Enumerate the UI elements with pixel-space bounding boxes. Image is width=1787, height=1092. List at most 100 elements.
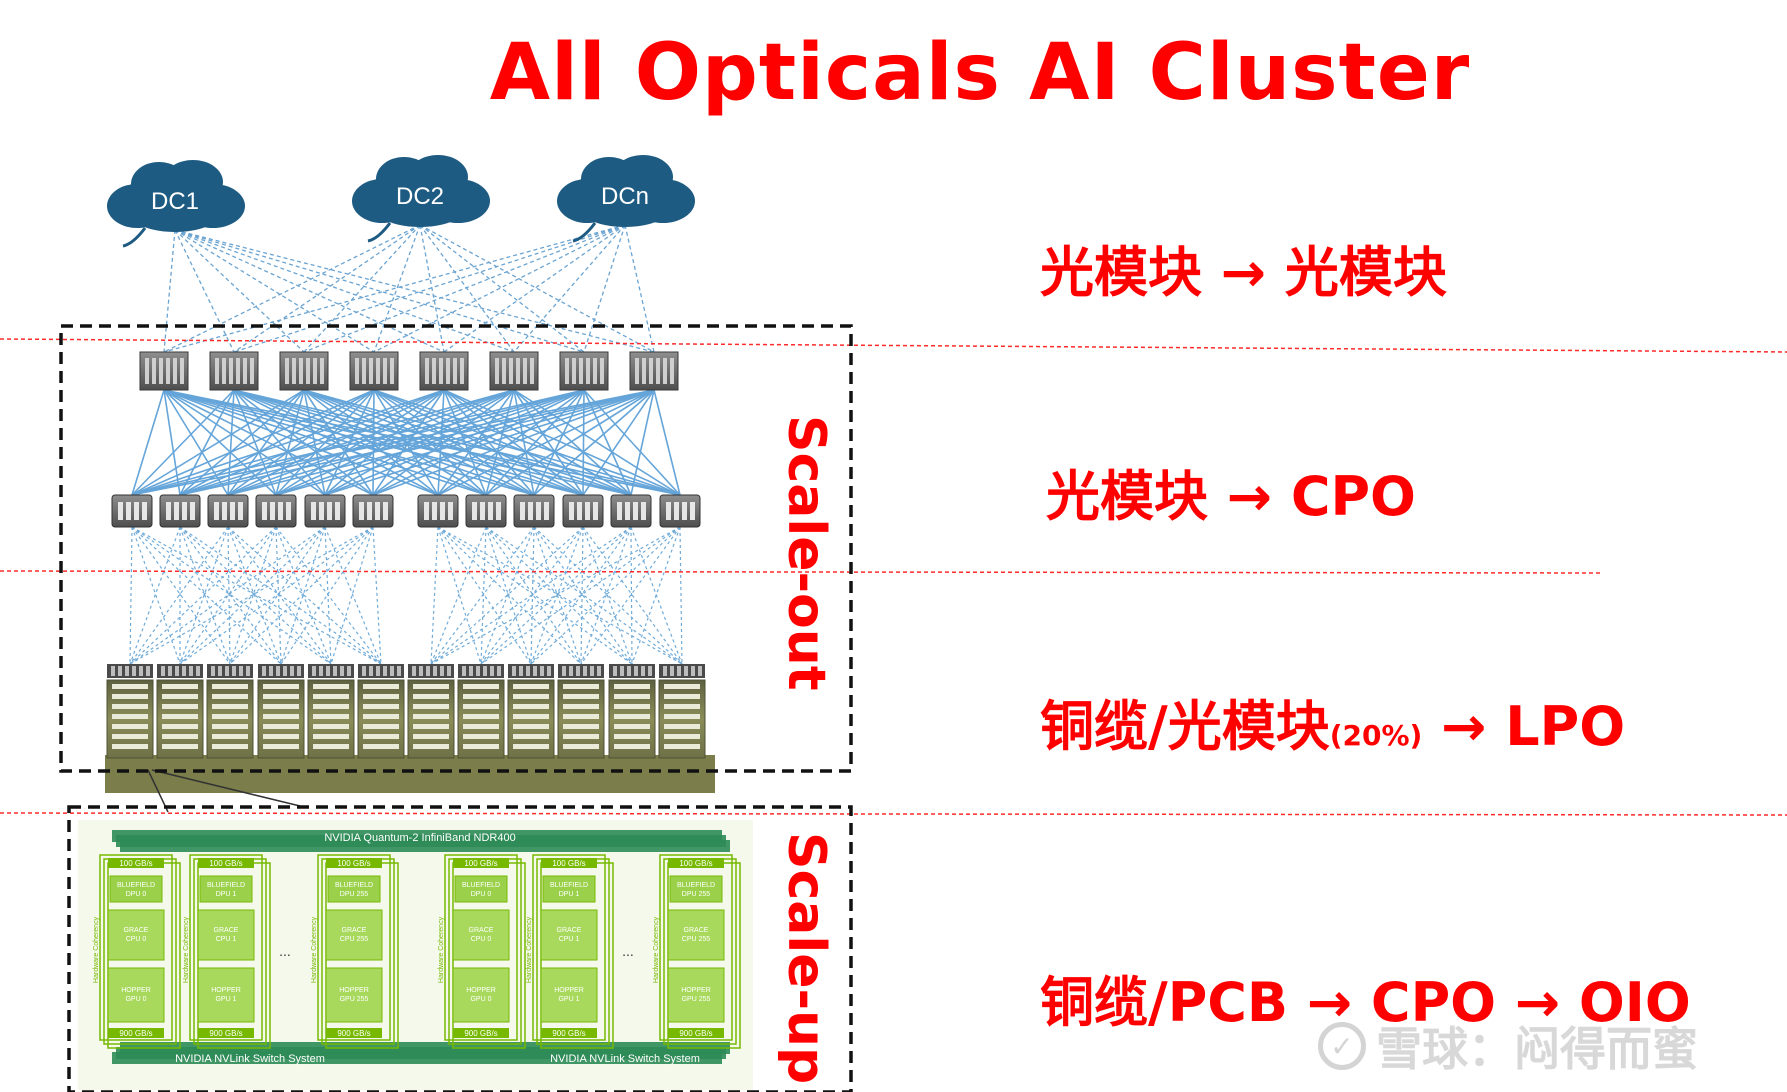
cpu-box bbox=[325, 909, 383, 961]
infiniband-bar bbox=[120, 840, 730, 852]
server-rack bbox=[206, 664, 254, 759]
scale-out-label: Scale-out bbox=[776, 415, 836, 691]
gpu-box bbox=[452, 967, 510, 1023]
spine-leaf-link bbox=[131, 389, 375, 496]
cloud-puff bbox=[613, 155, 673, 199]
rack-top-port bbox=[533, 666, 537, 676]
cloud-link bbox=[163, 224, 421, 353]
server-racks bbox=[105, 664, 715, 793]
rack-top-port bbox=[490, 666, 494, 676]
leaf-rack-link bbox=[631, 526, 681, 665]
rack-server-slot bbox=[363, 714, 399, 719]
link-top-text: 100 GB/s bbox=[337, 859, 370, 868]
dpu-box bbox=[327, 875, 381, 903]
rack-top-port bbox=[540, 666, 544, 676]
nvlink-label-right: NVIDIA NVLink Switch System bbox=[550, 1053, 700, 1065]
leaf-rack-link bbox=[129, 526, 374, 665]
rack-server-slot bbox=[513, 744, 549, 749]
leaf-switch bbox=[610, 494, 652, 528]
cpu-box bbox=[452, 909, 510, 961]
link-top-badge bbox=[541, 858, 597, 868]
spine-port bbox=[166, 358, 170, 384]
rack-server-slot bbox=[263, 684, 299, 689]
rack-top-port bbox=[297, 666, 301, 676]
rack-server-slot bbox=[112, 694, 148, 699]
spine-to-leaf-links bbox=[131, 389, 681, 496]
rack-server-slot bbox=[413, 714, 449, 719]
scale-out-box bbox=[59, 324, 853, 773]
tier-label-3-tail: → LPO bbox=[1422, 695, 1626, 758]
server-rack bbox=[557, 664, 605, 759]
leaf-switches bbox=[111, 494, 701, 528]
leaf-rack-link bbox=[430, 526, 681, 665]
leaf-rack-link bbox=[580, 526, 681, 665]
spine-leaf-link bbox=[437, 389, 655, 496]
link-top-text: 100 GB/s bbox=[679, 859, 712, 868]
rack-top-port bbox=[426, 666, 430, 676]
leaf-port bbox=[641, 502, 646, 520]
leaf-port bbox=[166, 502, 171, 520]
dpu-label: BLUEFIELD bbox=[117, 882, 155, 889]
leaf-port bbox=[278, 502, 283, 520]
rack-top-port bbox=[433, 666, 437, 676]
rack-server-slot bbox=[263, 734, 299, 739]
leaf-rack-link bbox=[437, 526, 633, 665]
link-top-badge bbox=[326, 858, 382, 868]
rack-server-slot bbox=[162, 724, 198, 729]
cloud-link bbox=[303, 224, 626, 353]
rack-server-slot bbox=[463, 734, 499, 739]
leaf-rack-link bbox=[533, 526, 683, 665]
leaf-rack-link bbox=[179, 526, 382, 665]
spine-leaf-link bbox=[179, 389, 305, 496]
rack-connector-left bbox=[147, 769, 169, 813]
cpu-label: GRACE bbox=[124, 927, 149, 934]
leaf-rack-link bbox=[131, 526, 181, 665]
cloud-link bbox=[419, 224, 585, 353]
rack-server-slot bbox=[363, 734, 399, 739]
rack-server-slot bbox=[313, 714, 349, 719]
rack-top-port bbox=[182, 666, 186, 676]
leaf-port bbox=[174, 502, 179, 520]
link-bottom-badge bbox=[453, 1028, 509, 1038]
spine-port bbox=[523, 358, 527, 384]
rack-top-port bbox=[276, 666, 280, 676]
leaf-switch bbox=[207, 494, 249, 528]
rack-top-port bbox=[111, 666, 115, 676]
leaf-port bbox=[472, 502, 477, 520]
rack-server-slot bbox=[413, 694, 449, 699]
rack-top-port bbox=[326, 666, 330, 676]
rack-server-slot bbox=[263, 724, 299, 729]
node-frame bbox=[99, 854, 173, 1041]
rack-server-slot bbox=[664, 744, 700, 749]
leaf-port bbox=[126, 502, 131, 520]
cpu-label: GRACE bbox=[557, 927, 582, 934]
gpu-box bbox=[540, 967, 598, 1023]
spine-leaf-link bbox=[275, 389, 655, 496]
rack-top-port bbox=[376, 666, 380, 676]
leaf-port bbox=[544, 502, 549, 520]
leaf-port bbox=[617, 502, 622, 520]
cpu-label: GRACE bbox=[342, 927, 367, 934]
rack-base bbox=[105, 755, 715, 793]
gpu-label: GPU 1 bbox=[558, 996, 579, 1003]
rack-server-slot bbox=[563, 694, 599, 699]
cloud-link bbox=[419, 224, 515, 353]
gpu-label: HOPPER bbox=[121, 987, 151, 994]
cloud-link bbox=[174, 229, 375, 353]
rack-server-slot bbox=[513, 694, 549, 699]
link-top-text: 100 GB/s bbox=[209, 859, 242, 868]
rack-server-slot bbox=[463, 744, 499, 749]
rack-server-slot bbox=[614, 724, 650, 729]
nvlink-label-left: NVIDIA NVLink Switch System bbox=[175, 1053, 325, 1065]
spine-port bbox=[376, 358, 380, 384]
spine-port bbox=[313, 358, 317, 384]
dpu-label: BLUEFIELD bbox=[462, 882, 500, 889]
spine-port bbox=[369, 358, 373, 384]
spine-port bbox=[320, 358, 324, 384]
gpu-label: GPU 255 bbox=[682, 996, 711, 1003]
leaf-rack-link bbox=[430, 526, 632, 665]
scale-up-box bbox=[67, 805, 853, 1092]
leaf-switch bbox=[352, 494, 394, 528]
